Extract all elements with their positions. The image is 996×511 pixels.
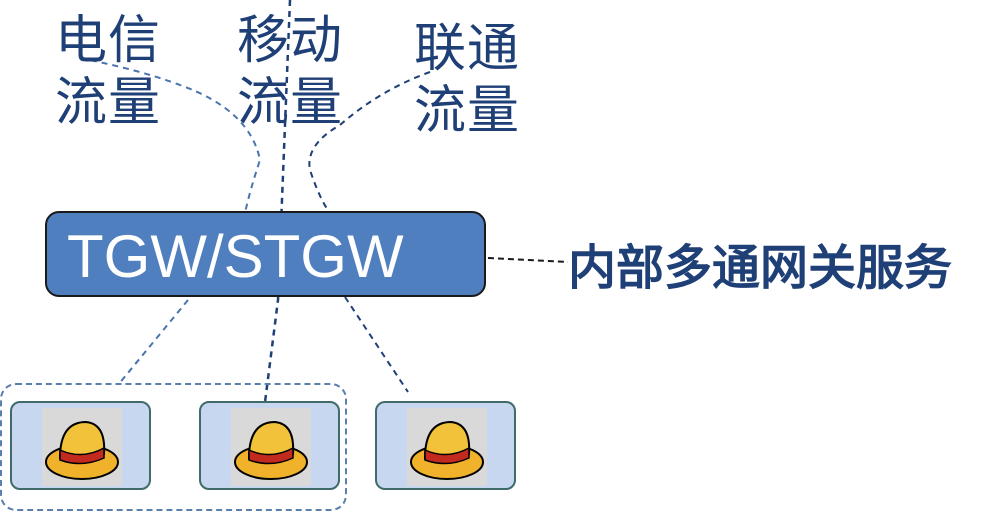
connector-gateway-group (117, 299, 189, 386)
gateway-label: TGW/STGW (67, 223, 404, 290)
carrier-mobile: 移动 流量 (237, 10, 343, 134)
carrier-name: 联通 (414, 19, 521, 79)
server-node (375, 401, 516, 490)
connector-gateway-server3 (344, 296, 409, 393)
carrier-unicom: 联通 流量 (414, 18, 520, 142)
server-node (199, 401, 340, 490)
carrier-traffic: 流量 (237, 73, 344, 133)
carrier-traffic: 流量 (55, 73, 162, 133)
straw-hat-icon (407, 408, 487, 486)
carrier-name: 移动 (237, 11, 344, 71)
carrier-name: 电信 (55, 11, 162, 71)
straw-hat-icon (42, 408, 122, 486)
carrier-traffic: 流量 (414, 81, 521, 141)
gateway-description: 内部多通网关服务 (568, 240, 953, 296)
gateway-box: TGW/STGW (45, 211, 486, 297)
connector-unicom (308, 71, 431, 214)
carrier-telecom: 电信 流量 (55, 10, 161, 134)
server-node (10, 401, 151, 490)
connector-mobile (262, 0, 292, 411)
straw-hat-icon (231, 408, 311, 486)
